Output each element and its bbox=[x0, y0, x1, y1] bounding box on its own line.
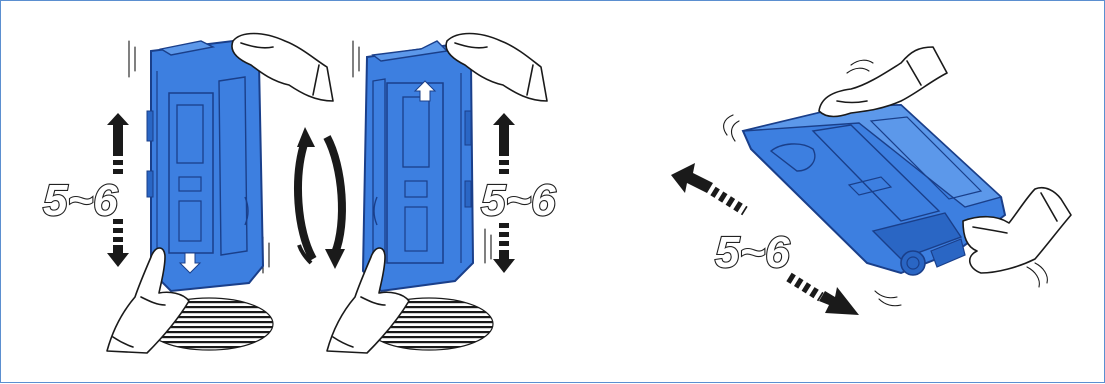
left-shake-count: 5~6 bbox=[43, 176, 118, 225]
rotate-arrows-icon bbox=[297, 127, 345, 269]
middle-shake-count: 5~6 bbox=[481, 176, 556, 225]
hand-icon bbox=[819, 47, 947, 117]
right-shake-count: 5~6 bbox=[715, 228, 790, 277]
